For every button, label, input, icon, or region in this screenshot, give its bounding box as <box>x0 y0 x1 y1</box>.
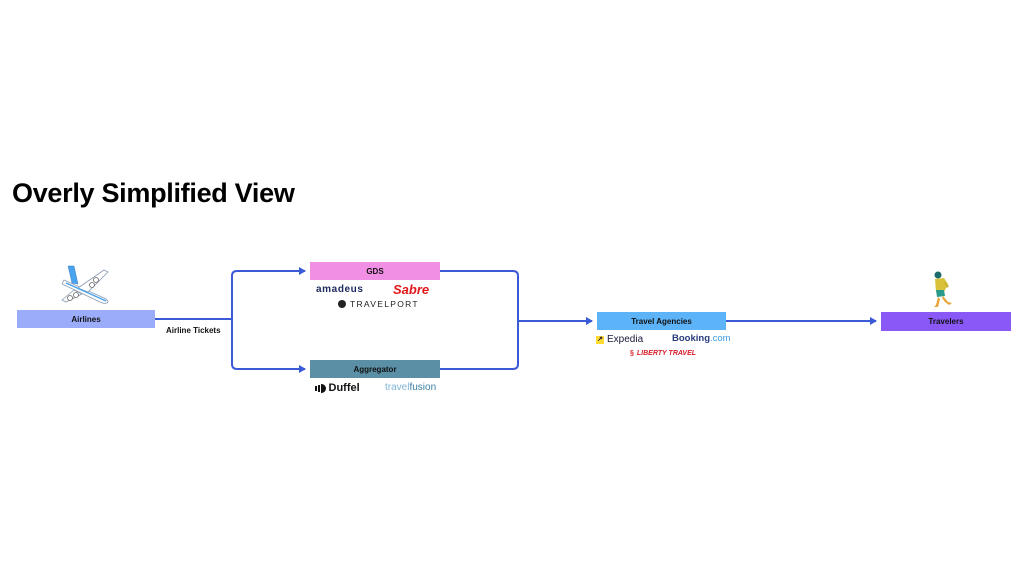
logo-amadeus: amadeus <box>316 284 364 295</box>
node-travelers-label: Travelers <box>928 317 964 326</box>
node-gds-label: GDS <box>366 266 384 276</box>
node-travelers: Travelers <box>881 312 1011 331</box>
node-travel-agencies-label: Travel Agencies <box>631 316 692 326</box>
logo-booking: Booking.com <box>672 333 731 344</box>
logo-duffel: Duffel <box>315 382 360 394</box>
node-travel-agencies: Travel Agencies <box>597 312 726 330</box>
logo-liberty-travel: § LIBERTY TRAVEL <box>630 350 696 357</box>
logo-travelfusion: travelfusion <box>385 382 436 393</box>
expedia-icon: ↗ <box>596 335 604 344</box>
duffel-icon <box>315 383 326 393</box>
logo-sabre: Sabre <box>393 282 430 297</box>
edge-from-gds <box>440 270 519 321</box>
logo-travelport: TRAVELPORT <box>338 299 419 309</box>
logo-expedia-text: Expedia <box>607 334 644 345</box>
node-gds: GDS <box>310 262 440 280</box>
node-airlines: Airlines <box>17 310 155 328</box>
logo-expedia: ↗ Expedia <box>596 334 643 345</box>
node-aggregator-label: Aggregator <box>353 364 397 374</box>
edge-label-airline-tickets: Airline Tickets <box>166 326 221 335</box>
edge-to-aggregator <box>231 319 306 373</box>
logo-duffel-text: Duffel <box>328 382 360 394</box>
edge-from-aggregator <box>440 321 519 370</box>
logo-travelfusion-a: travel <box>385 382 410 393</box>
node-airlines-label: Airlines <box>71 314 101 324</box>
logo-booking-b: .com <box>710 333 731 344</box>
traveler-walking-icon <box>926 270 962 310</box>
airplane-icon <box>56 262 114 308</box>
logo-travelport-text: TRAVELPORT <box>350 299 419 309</box>
travelport-icon <box>338 300 346 308</box>
liberty-travel-icon: § <box>630 350 634 357</box>
page-title: Overly Simplified View <box>12 178 295 208</box>
edge-to-gds <box>231 267 306 319</box>
logo-booking-a: Booking <box>672 333 710 344</box>
logo-liberty-travel-text: LIBERTY TRAVEL <box>636 350 697 357</box>
node-aggregator: Aggregator <box>310 360 440 378</box>
logo-travelfusion-b: fusion <box>409 382 437 393</box>
